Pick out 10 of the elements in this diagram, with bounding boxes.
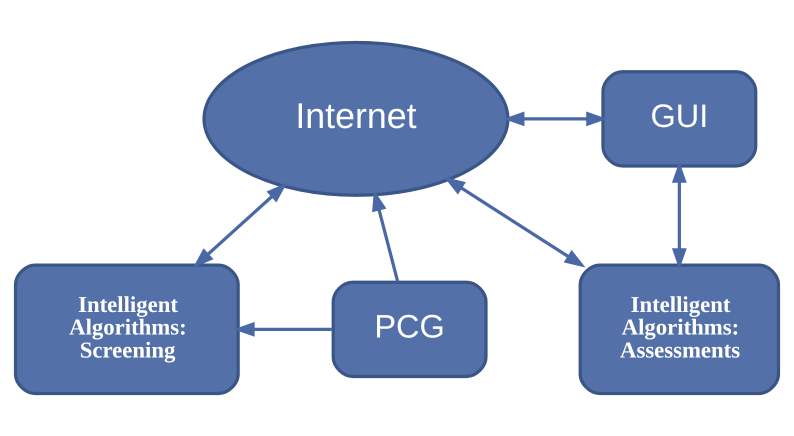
arrow <box>444 176 586 268</box>
node-box: GUI <box>601 70 758 168</box>
node-box: PCG <box>332 280 488 378</box>
node-box: Intelligent Algorithms: Screening <box>14 264 240 396</box>
arrow <box>233 322 333 337</box>
arrow <box>672 162 687 270</box>
node-box: Intelligent Algorithms: Assessments <box>578 264 780 396</box>
arrow <box>503 111 608 126</box>
arrow <box>192 182 288 268</box>
arrow <box>372 190 400 282</box>
